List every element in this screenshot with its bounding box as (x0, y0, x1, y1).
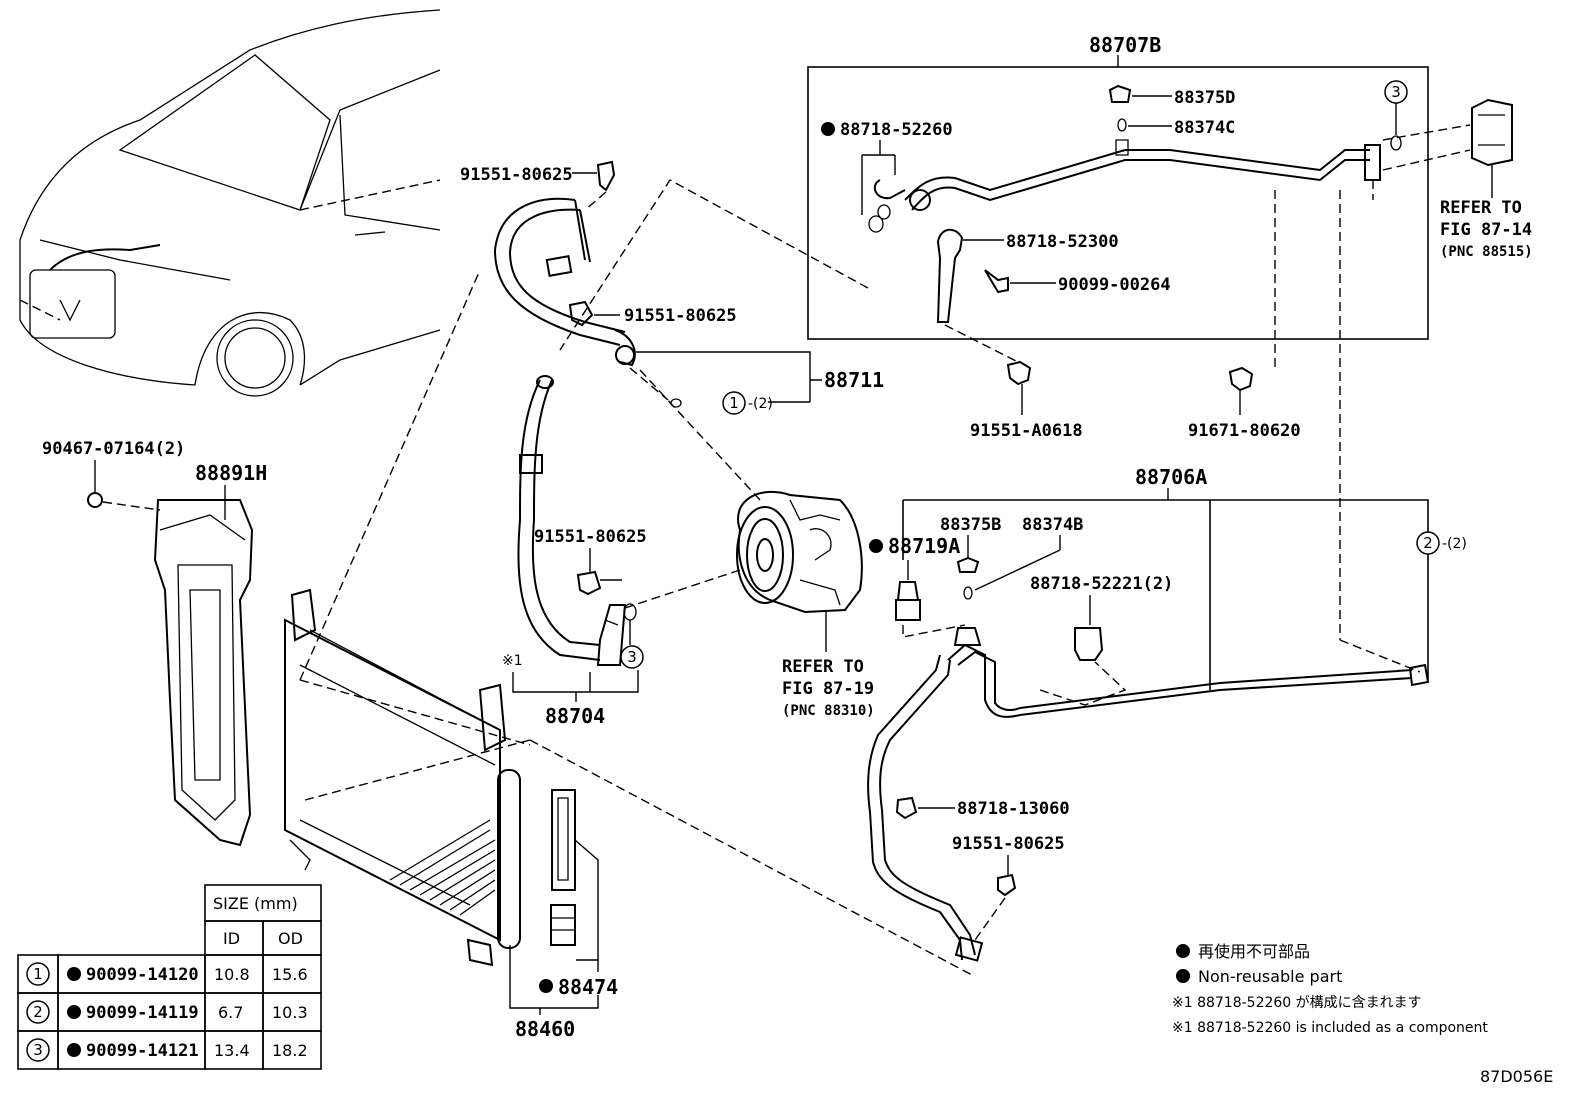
refer-to-label-b: FIG 87-14 (1440, 220, 1532, 240)
label-88711: 88711 (824, 368, 884, 392)
label-88704: 88704 (545, 704, 605, 728)
label-88718-52221: 88718-52221(2) (1030, 574, 1173, 594)
label-91551-80625-lower: 91551-80625 (534, 527, 647, 547)
callout-3-lower: 3 (627, 648, 637, 666)
label-88719A: 88719A (888, 534, 960, 558)
label-91551-80625-top: 91551-80625 (460, 165, 573, 185)
label-88460: 88460 (515, 1017, 575, 1041)
size-table-title: SIZE (mm) (213, 894, 298, 913)
ac-compressor: REFER TO FIG 87-19 (PNC 88310) (736, 490, 875, 719)
callout-1: 1 (729, 394, 739, 412)
label-91551-80625-right: 91551-80625 (952, 834, 1065, 854)
label-88706A: 88706A (1135, 465, 1207, 489)
legend: 再使用不可部品 Non-reusable part ※1 88718-52260… (1172, 942, 1488, 1036)
label-88374C: 88374C (1174, 118, 1235, 138)
callout-1-qty: -(2) (748, 396, 773, 412)
size-row-1-num: 1 (33, 965, 43, 983)
vehicle-outline-drawing (19, 9, 441, 397)
label-91671-80620: 91671-80620 (1188, 421, 1301, 441)
label-90099-00264: 90099-00264 (1058, 275, 1171, 295)
size-table: SIZE (mm) ID OD 1 90099-14120 10.8 15.6 … (17, 884, 322, 1070)
label-88375D: 88375D (1174, 88, 1235, 108)
size-row-1-part: 90099-14120 (86, 965, 199, 985)
label-88374B: 88374B (1022, 515, 1083, 535)
diagram-code: 87D056E (1480, 1067, 1553, 1086)
size-row-1-od: 15.6 (272, 965, 308, 984)
refer-to-compressor-a: REFER TO (782, 657, 864, 677)
size-row-3-part: 90099-14121 (86, 1041, 199, 1061)
label-88718-52260: 88718-52260 (840, 120, 953, 140)
box-88707B: 88707B 88375D 88374C 88718-52260 88718-5… (807, 33, 1429, 340)
size-table-col-od: OD (278, 929, 303, 948)
label-88718-52300: 88718-52300 (1006, 232, 1119, 252)
refer-to-label-a: REFER TO (1440, 198, 1522, 218)
size-row-1-id: 10.8 (214, 965, 250, 984)
note1-marker: ※1 (502, 653, 523, 669)
callout-2: 2 (1423, 534, 1433, 552)
hose-88711: 91551-80625 91551-80625 88711 1 -(2) (460, 160, 884, 415)
label-88891H: 88891H (195, 461, 267, 485)
size-row-2-num: 2 (33, 1003, 43, 1021)
size-row-2-id: 6.7 (218, 1003, 243, 1022)
label-88375B: 88375B (940, 515, 1001, 535)
refer-to-compressor-b: FIG 87-19 (782, 679, 874, 699)
box-88706A: 88706A 88375B 88374B 88719A 88718-52221(… (867, 465, 1467, 962)
expansion-valve: REFER TO FIG 87-14 (PNC 88515) (1440, 98, 1533, 260)
size-row-3-num: 3 (33, 1041, 43, 1059)
callout-3: 3 (1391, 83, 1401, 101)
bolt-91671-80620: 91671-80620 (1188, 190, 1301, 441)
size-row-3-od: 18.2 (272, 1041, 308, 1060)
bolt-91551-A0618: 91551-A0618 (944, 324, 1083, 441)
bracket-88891H: 90467-07164(2) 88891H (42, 439, 267, 847)
legend-note-jp: ※1 88718-52260 が構成に含まれます (1172, 995, 1422, 1011)
size-row-2-part: 90099-14119 (86, 1003, 199, 1023)
legend-note-en: ※1 88718-52260 is included as a componen… (1172, 1020, 1488, 1036)
condenser-88460 (284, 269, 973, 976)
refer-to-label-c: (PNC 88515) (1440, 244, 1533, 260)
label-91551-80625-mid: 91551-80625 (624, 306, 737, 326)
label-90467-07164: 90467-07164(2) (42, 439, 185, 459)
label-88718-13060: 88718-13060 (957, 799, 1070, 819)
legend-non-reusable-en: Non-reusable part (1198, 967, 1342, 986)
size-row-3-id: 13.4 (214, 1041, 250, 1060)
size-row-2-od: 10.3 (272, 1003, 308, 1022)
legend-non-reusable-jp: 再使用不可部品 (1198, 942, 1310, 961)
label-88474: 88474 (558, 975, 618, 999)
hose-88704: 91551-80625 3 ※1 88704 (502, 375, 647, 728)
size-table-col-id: ID (223, 929, 240, 948)
refer-to-compressor-c: (PNC 88310) (782, 703, 875, 719)
filter-88474: 88474 88460 (509, 789, 618, 1041)
label-88707B: 88707B (1089, 33, 1161, 57)
label-91551-A0618: 91551-A0618 (970, 421, 1083, 441)
callout-2-qty: -(2) (1442, 536, 1467, 552)
